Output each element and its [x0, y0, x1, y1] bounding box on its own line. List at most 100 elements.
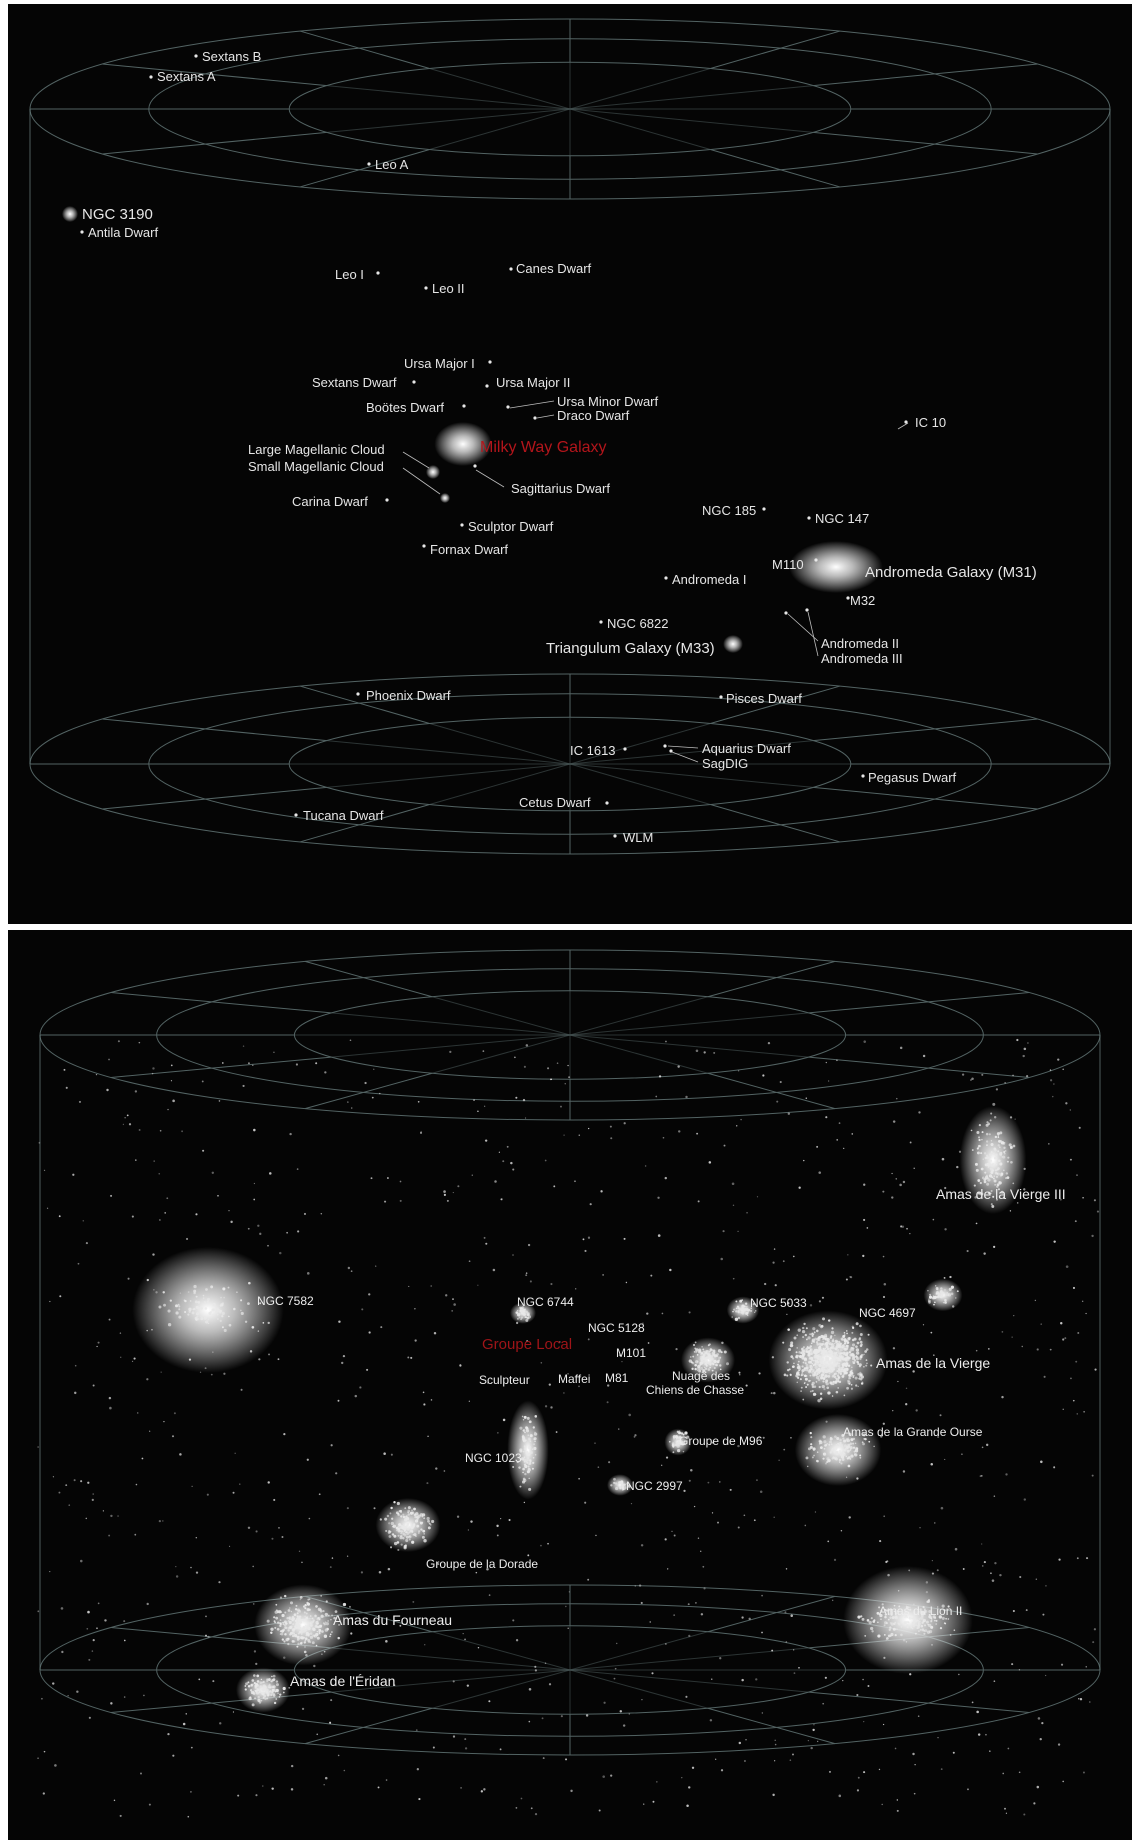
cluster-star-amas-vierge-iii [998, 1139, 1002, 1143]
cluster-star-amas-vierge [831, 1357, 834, 1360]
cluster-star-amas-fourneau [315, 1605, 318, 1608]
cluster-star-amas-vierge [814, 1351, 818, 1355]
field-star [838, 1794, 842, 1798]
field-star [987, 1348, 990, 1350]
field-star [49, 1570, 51, 1573]
field-star [498, 1151, 500, 1153]
field-star [981, 1073, 984, 1076]
bottom-cylinder-top-disc-inner-spoke-8 [432, 996, 571, 1036]
marker-phoenix-dwarf [356, 692, 360, 696]
cluster-star-amas-vierge [852, 1355, 855, 1357]
field-star [881, 1803, 883, 1806]
cluster-star-amas-vierge [852, 1374, 855, 1377]
field-star [138, 1041, 141, 1044]
cluster-star-ngc-4697 [948, 1287, 952, 1291]
cluster-star-ngc-1023 [533, 1432, 538, 1436]
cluster-star-ngc-6744 [515, 1311, 519, 1314]
cluster-star-amas-vierge [857, 1362, 860, 1366]
cluster-star-groupe-dorade [399, 1536, 403, 1540]
cluster-star-amas-vierge [829, 1346, 833, 1350]
leader-ursa-minor-dwarf [509, 400, 555, 409]
field-star [824, 1676, 827, 1679]
cluster-star-ngc-5033 [750, 1307, 752, 1309]
field-star [618, 1428, 620, 1430]
cluster-star-ngc-1023 [522, 1434, 524, 1437]
cluster-star-amas-eridan [263, 1694, 267, 1698]
field-star [685, 1095, 688, 1099]
field-star [190, 1566, 192, 1569]
bottom-cylinder-bottom-disc-spoke-2 [707, 1707, 836, 1745]
field-star [335, 1472, 338, 1475]
cluster-star-nuage-chiens-chasse [699, 1366, 704, 1371]
field-star [892, 1120, 896, 1123]
field-star [664, 1538, 667, 1541]
cluster-star-groupe-dorade [400, 1543, 403, 1546]
cluster-star-amas-vierge-iii [978, 1138, 981, 1142]
field-star [1093, 1199, 1096, 1202]
cluster-star-amas-grande-ourse [834, 1435, 837, 1438]
field-star [135, 1483, 138, 1486]
field-star [79, 1559, 83, 1563]
cluster-star-amas-vierge [817, 1338, 821, 1342]
cluster-star-amas-fourneau [300, 1630, 304, 1634]
cluster-star-amas-vierge [859, 1340, 863, 1344]
cluster-star-nuage-chiens-chasse [702, 1360, 706, 1364]
cluster-star-amas-vierge [853, 1337, 857, 1341]
field-star [113, 1799, 116, 1802]
cluster-star-groupe-dorade [400, 1530, 403, 1533]
cluster-star-amas-vierge [836, 1362, 839, 1364]
field-star [415, 1729, 418, 1732]
cluster-star-amas-vierge [838, 1357, 840, 1360]
field-star [711, 1441, 714, 1444]
field-star [922, 1054, 926, 1058]
cluster-star-amas-vierge-iii [989, 1156, 992, 1159]
cluster-star-amas-fourneau [321, 1630, 324, 1633]
cluster-star-amas-lion-ii [878, 1606, 881, 1609]
cluster-star-ngc-5033 [737, 1316, 741, 1320]
cluster-star-amas-vierge [802, 1398, 805, 1401]
field-star [289, 1132, 292, 1136]
cluster-star-amas-vierge [827, 1319, 831, 1322]
cluster-star-amas-vierge [833, 1373, 836, 1376]
cluster-star-amas-lion-ii [911, 1627, 914, 1630]
cluster-star-amas-fourneau [320, 1594, 323, 1597]
cluster-star-amas-fourneau [309, 1635, 314, 1639]
field-star [151, 1072, 154, 1075]
field-star [527, 1554, 530, 1557]
field-star [1074, 1220, 1077, 1223]
field-star [587, 1236, 591, 1239]
cluster-star-amas-vierge-iii [995, 1163, 998, 1166]
field-star [534, 1665, 537, 1668]
top-cylinder-bottom-disc-spoke-10 [710, 685, 841, 724]
label-leo-ii: Leo II [432, 281, 465, 296]
field-star [198, 1678, 201, 1681]
cluster-star-amas-vierge [825, 1358, 829, 1362]
cluster-star-amas-vierge-iii [1003, 1146, 1006, 1150]
cluster-star-amas-vierge [803, 1368, 807, 1372]
cluster-star-amas-fourneau [299, 1595, 303, 1599]
field-star [466, 1684, 470, 1687]
field-star [119, 1332, 122, 1334]
cluster-star-ngc-1023 [521, 1415, 524, 1418]
cluster-star-amas-vierge-iii [983, 1180, 987, 1184]
cluster-star-ngc-4697 [946, 1291, 948, 1294]
cluster-star-amas-lion-ii [918, 1618, 921, 1620]
cluster-star-amas-grande-ourse [854, 1449, 857, 1451]
field-star [172, 1099, 175, 1103]
field-star [58, 1491, 61, 1494]
field-star [279, 1251, 282, 1255]
cluster-star-amas-lion-ii [894, 1615, 898, 1619]
field-star [338, 1320, 341, 1323]
cluster-star-amas-fourneau [334, 1610, 338, 1613]
cluster-star-amas-vierge-iii [981, 1176, 985, 1180]
cluster-star-amas-lion-ii [924, 1624, 927, 1627]
leader-ic-10 [897, 422, 909, 430]
cluster-star-amas-vierge [837, 1387, 839, 1389]
marker-leo-i [376, 271, 380, 275]
cluster-star-groupe-dorade [379, 1518, 382, 1521]
field-star [464, 1638, 466, 1641]
cluster-star-groupe-dorade [385, 1529, 388, 1533]
cluster-star-amas-fourneau [318, 1628, 322, 1632]
cluster-star-groupe-dorade [390, 1506, 393, 1510]
cluster-star-amas-vierge [840, 1369, 844, 1373]
